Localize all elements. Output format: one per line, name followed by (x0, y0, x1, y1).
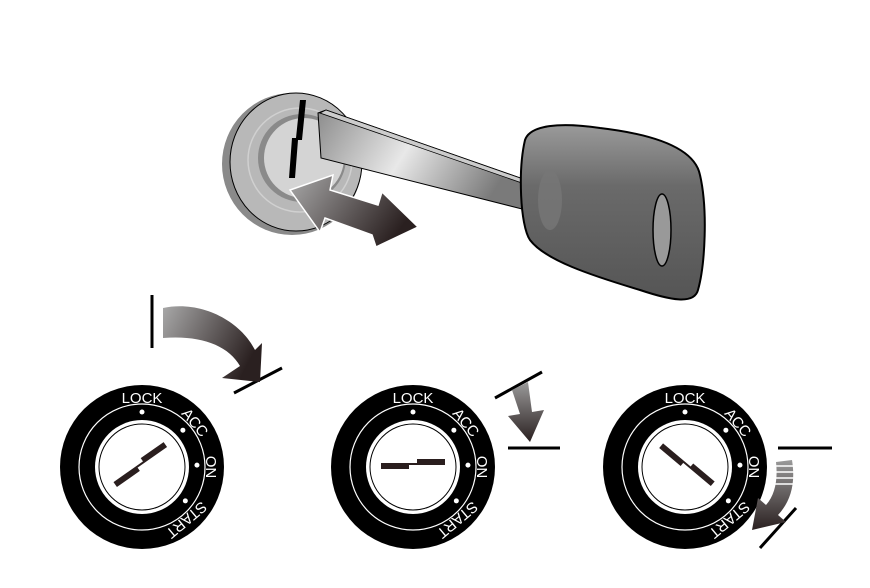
indicator-lines (150, 295, 832, 550)
key-slot (381, 459, 445, 469)
turn-arrow-on-icon (508, 382, 544, 442)
svg-text:LOCK: LOCK (270, 71, 313, 90)
insert-remove-arrow-icon (288, 173, 420, 249)
key-slot (113, 442, 168, 487)
position-label-on: ON (745, 456, 762, 479)
position-label-lock: LOCK (393, 390, 434, 407)
turn-arrow-start-icon (752, 460, 795, 530)
top-lock-label: LOCK (270, 71, 313, 90)
position-label-lock: LOCK (122, 390, 163, 407)
position-label-lock: LOCK (665, 390, 706, 407)
turn-arrow-acc-icon (163, 306, 262, 382)
position-label-on: ON (202, 456, 219, 479)
key-slot (289, 100, 306, 178)
key-slot (659, 443, 715, 487)
position-label-on: ON (473, 456, 490, 479)
key (317, 109, 706, 301)
